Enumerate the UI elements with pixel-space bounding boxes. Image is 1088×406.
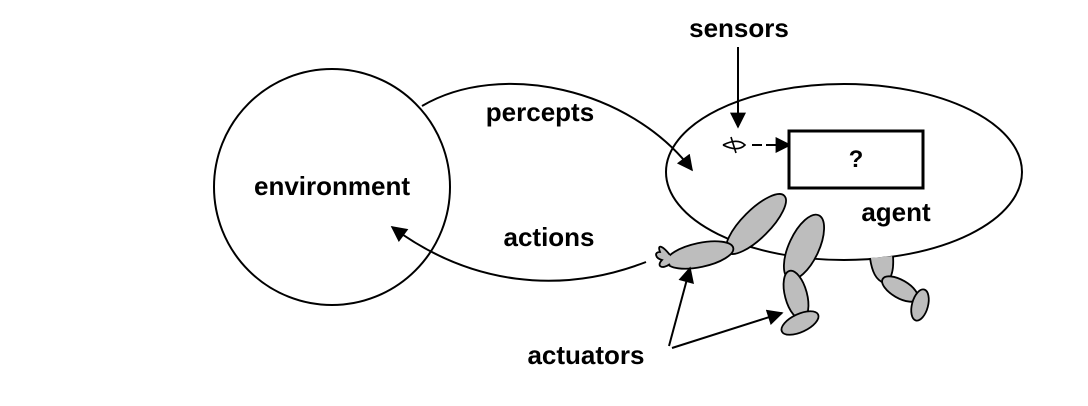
eye-icon (722, 136, 747, 154)
agent-program-label: ? (849, 146, 864, 173)
actuators-arrow-leg (671, 309, 784, 349)
environment-circle (213, 68, 451, 306)
percepts-label: percepts (486, 97, 594, 127)
percepts-arrow (421, 82, 693, 172)
agent-program-box (787, 129, 925, 190)
actuator-front-leg (780, 213, 825, 336)
actions-label: actions (503, 222, 594, 252)
agent-label: agent (861, 197, 931, 227)
sensors-label: sensors (689, 13, 789, 43)
actions-arrow (390, 226, 647, 282)
actuator-back-leg (869, 255, 930, 322)
actuator-arm (655, 193, 787, 270)
environment-label: environment (254, 171, 410, 201)
actuators-arrow-arm (668, 266, 694, 347)
actuators-label: actuators (527, 340, 644, 370)
agent-ellipse (665, 83, 1023, 261)
